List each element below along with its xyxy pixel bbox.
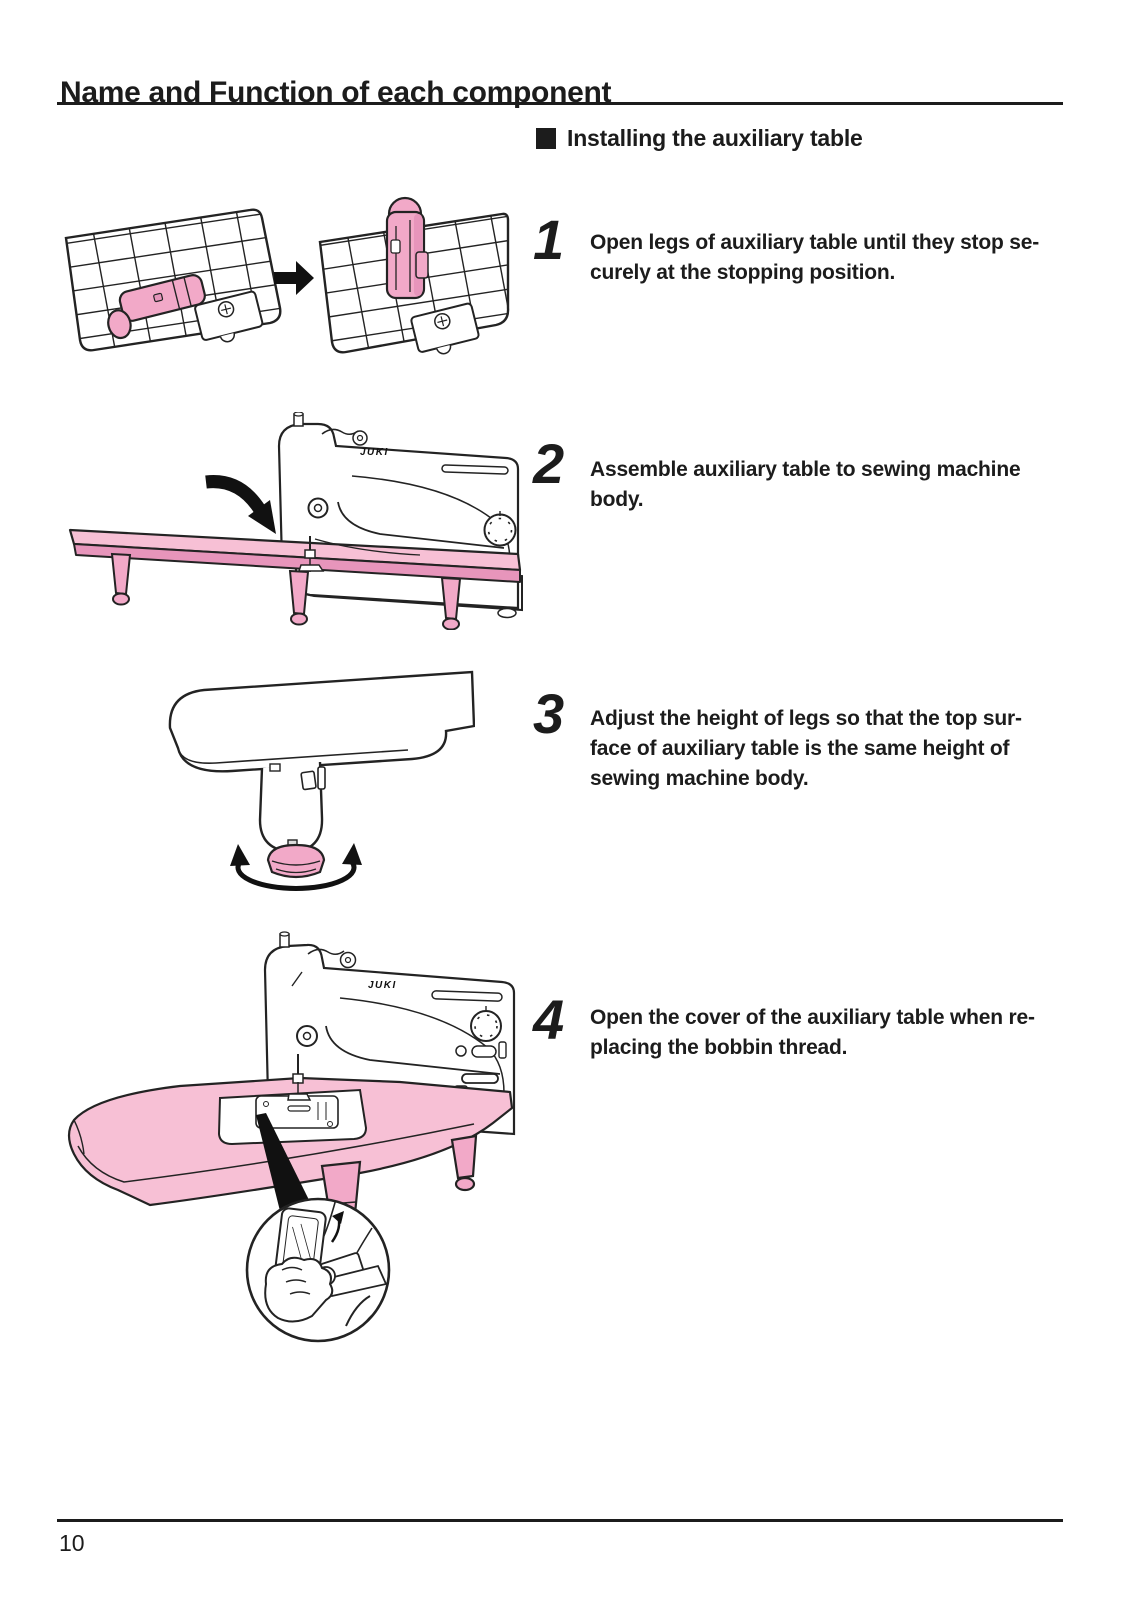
rotation-arrows-icon — [230, 843, 362, 891]
table-underside-leg-open — [318, 196, 510, 355]
table-underside-leg-folded — [64, 208, 282, 352]
table-leg — [450, 1134, 478, 1192]
step-4-text: Open the cover of the auxiliary table wh… — [590, 1006, 1035, 1059]
header-rule — [57, 102, 1063, 105]
step-3-number: 3 — [533, 682, 564, 745]
figure-step2-assemble-table: JUKI — [60, 412, 526, 630]
table-corner-drawing — [168, 670, 475, 773]
footer-rule — [57, 1519, 1063, 1522]
leg-bracket — [194, 290, 264, 343]
step-1-text: Open legs of auxiliary table until they … — [590, 231, 1039, 284]
step-1-number: 1 — [533, 208, 564, 271]
curved-arrow-icon — [205, 475, 276, 534]
sewing-machine-drawing: JUKI — [277, 412, 523, 619]
section-heading: Installing the auxiliary table — [536, 125, 863, 152]
upright-leg — [385, 196, 429, 300]
pointer-wedge — [256, 1113, 310, 1211]
step-3-text: Adjust the height of legs so that the to… — [590, 707, 1022, 790]
brand-label: JUKI — [368, 980, 397, 991]
square-bullet-icon — [536, 128, 556, 149]
step-2-number: 2 — [533, 432, 564, 495]
figure-step1-open-legs — [58, 192, 510, 364]
arrow-right-icon — [274, 261, 314, 295]
figure-step3-adjust-leg — [150, 668, 475, 893]
page-number: 10 — [59, 1530, 85, 1556]
needle-bar — [287, 1054, 312, 1101]
table-leg — [440, 576, 462, 630]
brand-label: JUKI — [360, 447, 389, 458]
bobbin-cover-plate — [217, 1088, 368, 1146]
step-4-number: 4 — [533, 988, 564, 1051]
step-2-text: Assemble auxiliary table to sewing machi… — [590, 458, 1021, 511]
table-leg — [288, 569, 310, 626]
figure-step4-open-cover: JUKI — [60, 928, 532, 1352]
folded-leg — [107, 274, 206, 340]
table-leg — [110, 552, 132, 606]
leg-bracket — [410, 302, 480, 355]
adjustable-foot-drawing — [266, 839, 326, 879]
auxiliary-table-drawing — [68, 528, 522, 630]
hand-opening-cover-drawing — [264, 1199, 388, 1333]
needle-bar — [297, 536, 325, 572]
section-heading-label: Installing the auxiliary table — [567, 125, 863, 151]
table-leg-drawing — [258, 761, 326, 854]
